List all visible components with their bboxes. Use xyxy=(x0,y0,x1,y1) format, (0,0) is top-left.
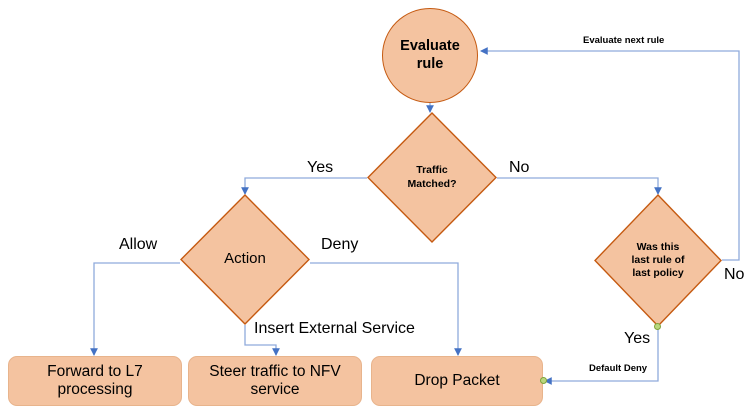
edge-label-default-deny-text: Default Deny xyxy=(589,363,648,374)
node-traffic-matched-line2: Matched? xyxy=(407,177,457,190)
edge-label-deny-text: Deny xyxy=(321,236,359,253)
node-last-rule-of-last-policy[interactable]: Was this last rule of last policy xyxy=(594,194,722,327)
node-steer-traffic-nfv-line1: Steer traffic to NFV xyxy=(209,362,341,380)
edge-label-yes-matched-text: Yes xyxy=(307,159,334,176)
edge-label-deny: Deny xyxy=(321,236,358,254)
edge-lastrule-no-to-evaluate xyxy=(479,47,740,261)
edge-label-insert-external-service: Insert External Service xyxy=(254,320,415,338)
edge-label-yes-last-rule: Yes xyxy=(624,330,650,348)
edge-label-allow-text: Allow xyxy=(119,236,158,253)
node-evaluate-rule[interactable]: Evaluate rule xyxy=(382,8,478,103)
node-forward-to-l7-line2: processing xyxy=(57,381,133,398)
edge-label-no-last-rule: No xyxy=(724,266,744,284)
node-forward-to-l7[interactable]: Forward to L7 processing xyxy=(8,356,182,406)
edge-label-no-last-rule-text: No xyxy=(724,266,745,283)
node-action-label: Action xyxy=(224,250,266,268)
node-evaluate-rule-line2: rule xyxy=(416,55,444,72)
edge-label-evaluate-next-rule-text: Evaluate next rule xyxy=(583,35,665,46)
node-last-rule-line1: Was this xyxy=(636,240,680,253)
edge-lastrule-yes-to-drop xyxy=(543,327,659,385)
node-traffic-matched-line1: Traffic xyxy=(416,164,448,177)
node-drop-packet-label: Drop Packet xyxy=(414,371,500,389)
edge-label-no-matched: No xyxy=(509,159,529,177)
node-drop-packet[interactable]: Drop Packet xyxy=(371,356,543,406)
node-forward-to-l7-line1: Forward to L7 xyxy=(47,362,143,380)
edge-label-allow: Allow xyxy=(119,236,157,254)
node-steer-traffic-nfv-line2: service xyxy=(250,381,300,398)
node-last-rule-line3: last policy xyxy=(632,267,684,280)
edge-action-insert-to-steer xyxy=(244,325,280,357)
port-last-rule-bottom xyxy=(654,323,661,330)
node-evaluate-rule-line1: Evaluate xyxy=(400,38,460,55)
node-action[interactable]: Action xyxy=(180,194,310,325)
edge-action-allow-to-forward xyxy=(90,262,180,357)
node-steer-traffic-nfv[interactable]: Steer traffic to NFV service xyxy=(188,356,362,406)
edge-label-no-matched-text: No xyxy=(509,159,530,176)
action-diamond-shape xyxy=(180,194,310,325)
edge-matched-yes-to-action xyxy=(241,177,367,196)
edge-action-deny-to-drop xyxy=(310,262,462,357)
edge-label-yes-matched: Yes xyxy=(307,159,333,177)
node-traffic-matched[interactable]: Traffic Matched? xyxy=(367,112,497,243)
edge-label-insert-external-service-text: Insert External Service xyxy=(254,320,415,337)
edge-label-default-deny: Default Deny xyxy=(589,363,647,374)
edge-label-evaluate-next-rule: Evaluate next rule xyxy=(583,35,664,46)
edge-matched-no-to-lastrule xyxy=(497,177,662,196)
port-drop-packet-right xyxy=(540,377,547,384)
node-last-rule-line2: last rule of xyxy=(631,253,685,266)
traffic-matched-diamond-shape xyxy=(367,112,497,243)
edge-label-yes-last-rule-text: Yes xyxy=(624,330,651,347)
